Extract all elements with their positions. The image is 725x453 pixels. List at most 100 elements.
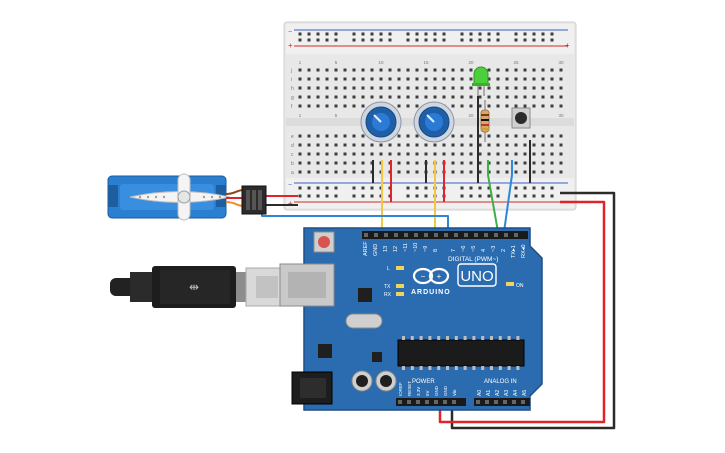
ic-pin [463, 336, 467, 340]
breadboard-hole [487, 95, 491, 99]
pin-label: A0 [477, 390, 483, 396]
column-number: 25 [513, 60, 519, 65]
rail-hole [478, 32, 482, 36]
header-hole [416, 400, 420, 404]
rail-hole [334, 38, 338, 42]
breadboard-hole [442, 77, 446, 81]
power-header[interactable] [396, 398, 466, 406]
wire-servo-signal [261, 214, 449, 232]
potentiometer-1[interactable] [360, 101, 402, 143]
rail-hole [406, 194, 410, 198]
plus-icon: + [437, 272, 442, 281]
row-letter: c [291, 152, 294, 158]
row-letter: g [291, 95, 294, 101]
rail-hole [487, 38, 491, 42]
breadboard-hole [505, 77, 509, 81]
rail-hole [361, 32, 365, 36]
breadboard-hole [442, 86, 446, 90]
pushbutton[interactable] [511, 107, 531, 129]
rail-hole [496, 186, 500, 190]
breadboard-hole [433, 86, 437, 90]
rail-hole [487, 194, 491, 198]
rail-hole [298, 38, 302, 42]
breadboard-hole [478, 86, 482, 90]
breadboard-hole [388, 77, 392, 81]
rail-hole [352, 194, 356, 198]
breadboard-hole [478, 161, 482, 165]
column-number: 5 [335, 113, 338, 118]
breadboard-hole [406, 161, 410, 165]
breadboard-hole [505, 143, 509, 147]
header-hole [434, 400, 438, 404]
green-led[interactable] [472, 66, 490, 96]
rail-hole [514, 194, 518, 198]
digital-label: DIGITAL (PWM~) [448, 256, 498, 263]
breadboard-hole [514, 104, 518, 108]
breadboard-hole [523, 161, 527, 165]
pin-label: GND [443, 385, 448, 396]
breadboard-hole [316, 104, 320, 108]
breadboard-hole [550, 143, 554, 147]
rail-hole [469, 186, 473, 190]
arduino-uno[interactable]: AREF GND 13 12 ~11 ~10 ~9 8 7 ~6 ~5 4 ~3… [279, 227, 543, 411]
regulator-chip [318, 344, 332, 358]
breadboard-hole [532, 161, 536, 165]
breadboard-hole [361, 143, 365, 147]
column-number: 20 [468, 113, 474, 118]
row-letter: e [291, 134, 294, 140]
analog-header[interactable] [474, 398, 530, 406]
header-hole [452, 400, 456, 404]
breadboard-hole [541, 143, 545, 147]
pin-label: ~6 [461, 246, 467, 252]
breadboard-hole [352, 152, 356, 156]
micro-servo[interactable] [107, 173, 267, 221]
header-hole [407, 400, 411, 404]
breadboard-hole [361, 68, 365, 72]
arduino-brand: ARDUINO [411, 289, 451, 296]
breadboard-hole [469, 152, 473, 156]
row-letter: f [291, 104, 293, 110]
breadboard-hole [487, 77, 491, 81]
breadboard-hole [541, 170, 545, 174]
rail-hole [307, 186, 311, 190]
breadboard-hole [307, 161, 311, 165]
column-number: 5 [335, 60, 338, 65]
breadboard-hole [541, 161, 545, 165]
usb-cable[interactable]: ⇹ [110, 266, 283, 308]
breadboard-hole [388, 95, 392, 99]
rail-hole [307, 38, 311, 42]
breadboard-hole [514, 68, 518, 72]
breadboard-hole [397, 134, 401, 138]
pin-label: A1 [486, 390, 492, 396]
ic-pin [419, 366, 423, 370]
reset-button-cap [318, 236, 330, 248]
breadboard-hole [316, 170, 320, 174]
potentiometer-2[interactable] [413, 101, 455, 143]
breadboard-hole [559, 95, 563, 99]
breadboard-hole [550, 161, 554, 165]
breadboard-hole [388, 143, 392, 147]
breadboard-hole [397, 170, 401, 174]
breadboard-hole [451, 143, 455, 147]
resistor[interactable] [480, 100, 490, 142]
breadboard-hole [361, 134, 365, 138]
usb-icon: ⇹ [189, 280, 199, 294]
breadboard-hole [505, 86, 509, 90]
breadboard-hole [415, 152, 419, 156]
breadboard-hole [523, 86, 527, 90]
rail-hole [307, 32, 311, 36]
breadboard-hole [325, 134, 329, 138]
ic-pin [498, 366, 502, 370]
ic-pin [428, 366, 432, 370]
breadboard-hole [478, 170, 482, 174]
rail-hole [496, 32, 500, 36]
breadboard-hole [469, 86, 473, 90]
breadboard-hole [307, 104, 311, 108]
breadboard-hole [334, 152, 338, 156]
pin-label: 5V [425, 390, 430, 396]
breadboard-hole [532, 77, 536, 81]
servo-horn-holes [138, 195, 222, 199]
breadboard-hole [442, 95, 446, 99]
breadboard-hole [406, 77, 410, 81]
rail-hole [532, 186, 536, 190]
